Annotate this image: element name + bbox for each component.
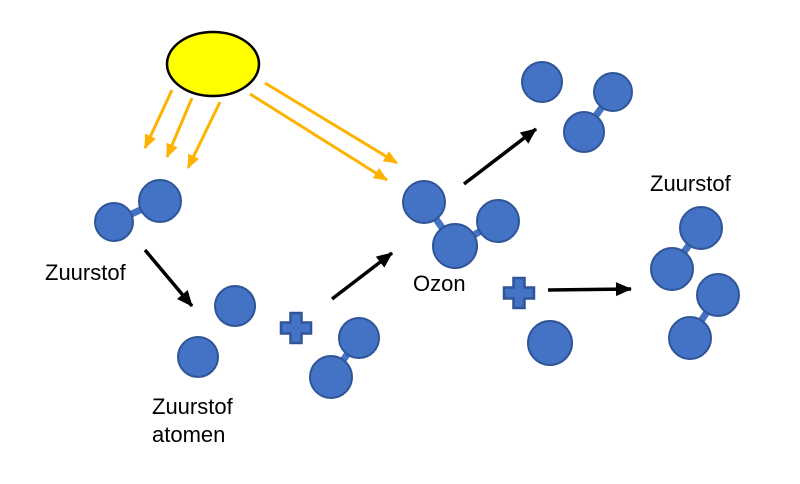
oxygen-atom-icon bbox=[650, 247, 694, 291]
sun-icon bbox=[165, 30, 261, 98]
oxygen-atom-icon bbox=[94, 202, 134, 242]
oxygen-atom-icon bbox=[521, 61, 563, 103]
sun-ray-icon bbox=[165, 97, 194, 158]
sun-rays-left bbox=[143, 89, 222, 169]
oxygen-atom-icon bbox=[177, 336, 219, 378]
oxygen-atoms-pair bbox=[177, 285, 256, 378]
oxygen-molecule-right-2 bbox=[668, 273, 740, 360]
label-zuurstof-atomen-line1: Zuurstof bbox=[152, 394, 234, 419]
oxygen-atom-icon bbox=[138, 179, 182, 223]
sun-body bbox=[165, 30, 261, 98]
oxygen-atom-icon bbox=[432, 223, 478, 269]
oxygen-atom-icon bbox=[527, 320, 573, 366]
sun-ray-icon bbox=[264, 81, 398, 165]
oxygen-molecule-middle bbox=[309, 317, 380, 399]
oxygen-molecule-right-1 bbox=[650, 206, 723, 291]
oxygen-molecule-top-right bbox=[563, 72, 633, 153]
oxygen-atom-icon bbox=[668, 316, 712, 360]
sun-ray-icon bbox=[143, 89, 174, 149]
oxygen-atom-icon bbox=[338, 317, 380, 359]
label-ozon: Ozon bbox=[413, 271, 466, 296]
oxygen-atom-icon bbox=[476, 199, 520, 243]
plus-icon bbox=[502, 276, 536, 310]
oxygen-atom-icon bbox=[563, 111, 605, 153]
oxygen-atom-icon bbox=[679, 206, 723, 250]
oxygen-atom-icon bbox=[593, 72, 633, 112]
oxygen-molecule-left bbox=[94, 179, 182, 242]
sun-ray-icon bbox=[186, 101, 222, 169]
label-zuurstof-right: Zuurstof bbox=[650, 171, 732, 196]
oxygen-atom-icon bbox=[214, 285, 256, 327]
label-zuurstof-atomen-line2: atomen bbox=[152, 422, 225, 447]
label-zuurstof-left: Zuurstof bbox=[45, 260, 127, 285]
oxygen-atom-icon bbox=[402, 180, 446, 224]
plus-icon bbox=[279, 311, 313, 345]
arrow-form-ozone bbox=[330, 251, 394, 301]
sun-rays-right bbox=[249, 81, 398, 182]
arrow-ozone-decay bbox=[462, 127, 538, 186]
arrow-split-o2 bbox=[143, 248, 194, 308]
ozone-molecule bbox=[402, 180, 520, 269]
oxygen-atom-icon bbox=[696, 273, 740, 317]
oxygen-atom-icon bbox=[309, 355, 353, 399]
oxygen-atom-bottom-right bbox=[527, 320, 573, 366]
arrow-recombine bbox=[547, 282, 632, 297]
sun-ray-icon bbox=[249, 92, 388, 182]
oxygen-atom-top-right bbox=[521, 61, 563, 103]
